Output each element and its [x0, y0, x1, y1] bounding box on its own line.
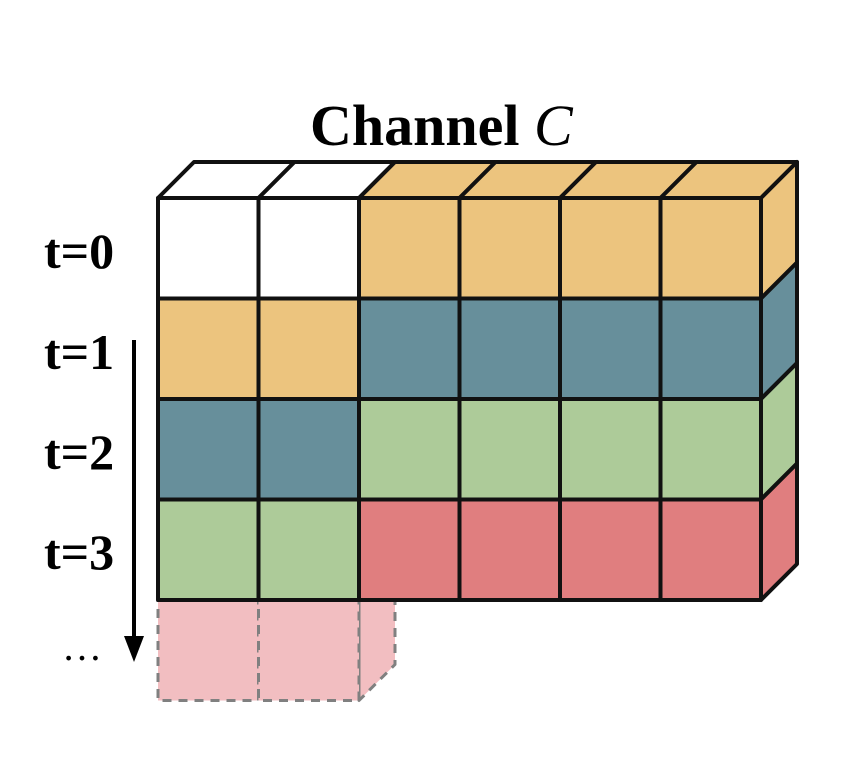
block-cell: [457, 497, 562, 602]
row-label-t3: t=3: [44, 524, 114, 580]
block-cell: [156, 296, 261, 401]
block-cell: [357, 497, 462, 602]
block-cell: [256, 497, 361, 602]
channel-grid: [156, 160, 799, 702]
row-label-t0: t=0: [44, 223, 114, 279]
block-cell: [658, 497, 763, 602]
row-label-t1: t=1: [44, 324, 114, 380]
block-cell: [256, 296, 361, 401]
diagram-title: Channel C: [310, 93, 574, 158]
ellipsis-label: …: [62, 624, 102, 669]
future-cell-side: [357, 598, 397, 702]
block-cell: [357, 397, 462, 502]
block-cell: [256, 196, 361, 301]
block-cell: [156, 196, 261, 301]
row-label-t2: t=2: [44, 424, 114, 480]
block-cell: [658, 397, 763, 502]
block-cell: [357, 196, 462, 301]
time-arrow: [124, 340, 144, 662]
block-cell: [457, 397, 562, 502]
future-cell: [257, 598, 361, 702]
block-cell: [658, 196, 763, 301]
future-cell: [156, 598, 260, 702]
block-cell: [558, 196, 663, 301]
time-arrow-head: [124, 636, 144, 662]
block-cell: [256, 397, 361, 502]
block-cell: [457, 196, 562, 301]
block-cell: [457, 296, 562, 401]
block-cell: [558, 397, 663, 502]
block-cell: [156, 497, 261, 602]
row-labels: t=0 t=1 t=2 t=3 …: [44, 223, 114, 669]
block-cell: [357, 296, 462, 401]
block-cell: [558, 497, 663, 602]
block-cell: [156, 397, 261, 502]
block-cell: [658, 296, 763, 401]
block-cell: [558, 296, 663, 401]
